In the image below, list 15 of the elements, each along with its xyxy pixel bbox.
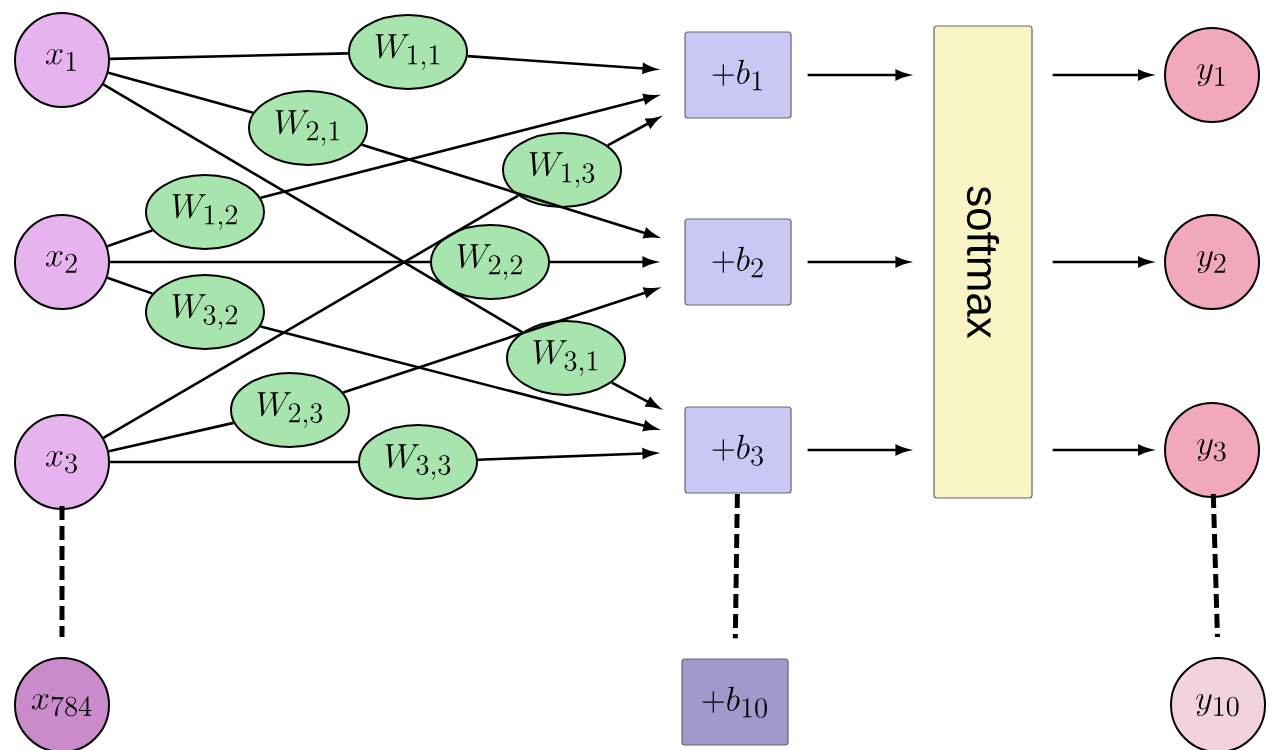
- bias-box: $+b_3$: [684, 406, 792, 494]
- connector-line: [110, 460, 358, 464]
- dashed-line: [732, 493, 740, 639]
- bias-box: $+b_2$: [684, 218, 792, 306]
- connector-line: [106, 276, 153, 295]
- connector-line: [108, 421, 234, 453]
- softmax-box: softmax: [933, 25, 1033, 499]
- connector-line: [106, 229, 153, 248]
- connector-line: [109, 52, 349, 61]
- dashed-line: [59, 506, 65, 637]
- connector-line: [110, 260, 430, 264]
- bias-box: $+b_{10}$: [681, 658, 789, 746]
- connector-line: [107, 71, 254, 115]
- dashed-line: [1210, 493, 1220, 638]
- bias-box: $+b_1$: [684, 31, 792, 119]
